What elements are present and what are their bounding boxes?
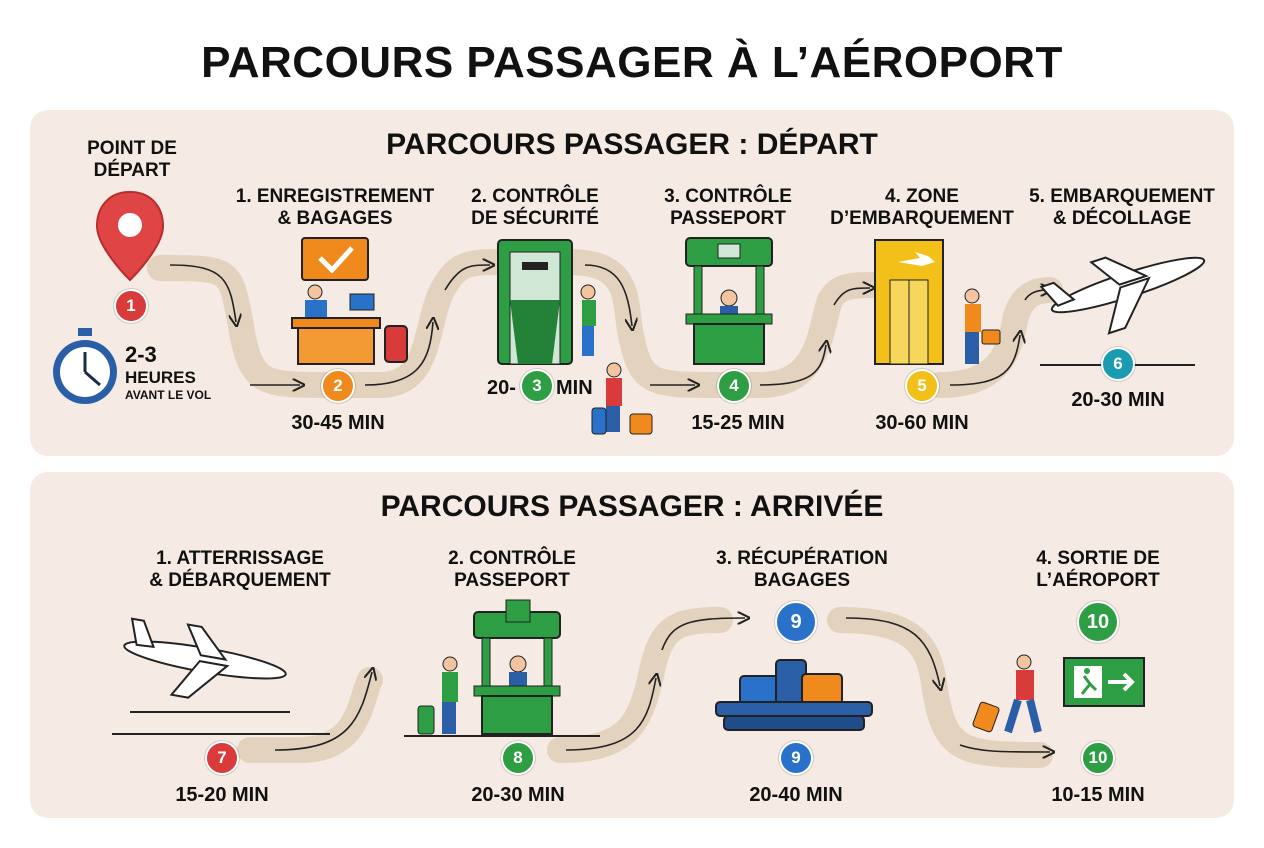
passport-booth-icon (685, 237, 773, 365)
location-pin-icon (95, 190, 165, 282)
step-security-line1: 2. CONTRÔLE (471, 186, 599, 207)
exit-sign-icon (1063, 657, 1145, 707)
departure-title: PARCOURS PASSAGER : DÉPART (386, 128, 878, 161)
start-label: POINT DE DÉPART (87, 138, 177, 182)
step-boarding-line2: & DÉCOLLAGE (1052, 208, 1192, 229)
badge-1: 1 (114, 289, 148, 323)
step-landing-line1: 1. ATTERRISSAGE (156, 548, 324, 569)
step-passport-line1: 3. CONTRÔLE (664, 186, 792, 207)
duration-boarding: 20-30 MIN (1071, 389, 1165, 411)
step-exit-line1: 4. SORTIE DE (1036, 548, 1160, 569)
step-security-label: 2. CONTRÔLE DE SÉCURITÉ (471, 186, 599, 230)
step-passport-line2: PASSEPORT (670, 208, 786, 229)
arrival-title: PARCOURS PASSAGER : ARRIVÉE (380, 490, 884, 523)
plane-landing-icon (123, 617, 287, 699)
badge-6: 6 (1101, 347, 1135, 381)
duration-baggage: 20-40 MIN (749, 784, 843, 806)
step-landing-label: 1. ATTERRISSAGE & DÉBARQUEMENT (149, 548, 331, 592)
step-arrival-passport-line1: 2. CONTRÔLE (448, 548, 576, 569)
step-gate-label: 4. ZONE D’EMBARQUEMENT (830, 186, 1014, 230)
duration-passport: 15-25 MIN (691, 412, 785, 434)
step-baggage-label: 3. RÉCUPÉRATION BAGAGES (716, 548, 888, 592)
step-baggage-line2: BAGAGES (753, 570, 851, 591)
badge-3: 3 (520, 369, 554, 403)
boarding-gate-icon (874, 239, 1001, 365)
step-security-line2: DE SÉCURITÉ (471, 208, 599, 229)
step-landing-line2: & DÉBARQUEMENT (149, 570, 331, 591)
duration-checkin: 30-45 MIN (291, 412, 385, 434)
timer-unit: HEURES (125, 368, 196, 387)
step-exit-line2: L’AÉROPORT (1036, 570, 1160, 591)
page-title: PARCOURS PASSAGER À L’AÉROPORT (201, 38, 1063, 87)
stopwatch-icon (53, 328, 117, 404)
badge-10-top: 10 (1077, 601, 1119, 643)
step-gate-line1: 4. ZONE (885, 186, 959, 207)
timer-note: AVANT LE VOL (125, 388, 212, 402)
duration-gate: 30-60 MIN (875, 412, 969, 434)
step-passport-label: 3. CONTRÔLE PASSEPORT (664, 186, 792, 230)
badge-4: 4 (717, 369, 751, 403)
step-boarding-line1: 5. EMBARQUEMENT (1029, 186, 1215, 207)
badge-10: 10 (1081, 741, 1115, 775)
arrival-path (237, 607, 1050, 768)
step-boarding-label: 5. EMBARQUEMENT & DÉCOLLAGE (1029, 186, 1215, 230)
duration-landing: 15-20 MIN (175, 784, 269, 806)
duration-exit: 10-15 MIN (1051, 784, 1145, 806)
baggage-carousel-icon (715, 659, 873, 731)
plane-takeoff-icon (1039, 256, 1206, 335)
badge-9-top: 9 (775, 601, 817, 643)
step-checkin-line2: & BAGAGES (277, 208, 393, 229)
badge-8: 8 (501, 741, 535, 775)
step-exit-label: 4. SORTIE DE L’AÉROPORT (1036, 548, 1160, 592)
duration-security-end: MIN (556, 377, 593, 399)
badge-9: 9 (779, 741, 813, 775)
step-baggage-line1: 3. RÉCUPÉRATION (716, 548, 888, 569)
badge-7: 7 (205, 741, 239, 775)
step-checkin-line1: 1. ENREGISTREMENT (235, 186, 435, 207)
step-checkin-label: 1. ENREGISTREMENT & BAGAGES (236, 186, 434, 230)
duration-security-start: 20- (487, 377, 516, 399)
step-gate-line2: D’EMBARQUEMENT (830, 208, 1014, 229)
badge-2: 2 (321, 369, 355, 403)
timer-value: 2-3 (125, 342, 157, 367)
arrival-passport-booth-icon (417, 599, 561, 735)
start-label-line2: DÉPART (93, 160, 171, 181)
check-in-desk-icon (291, 237, 408, 365)
start-label-line1: POINT DE (87, 138, 177, 159)
step-arrival-passport-label: 2. CONTRÔLE PASSEPORT (448, 548, 576, 592)
security-scanner-icon (497, 239, 653, 435)
step-arrival-passport-line2: PASSEPORT (454, 570, 570, 591)
duration-arrival-passport: 20-30 MIN (471, 784, 565, 806)
badge-5: 5 (905, 369, 939, 403)
traveller-icon (972, 654, 1042, 734)
